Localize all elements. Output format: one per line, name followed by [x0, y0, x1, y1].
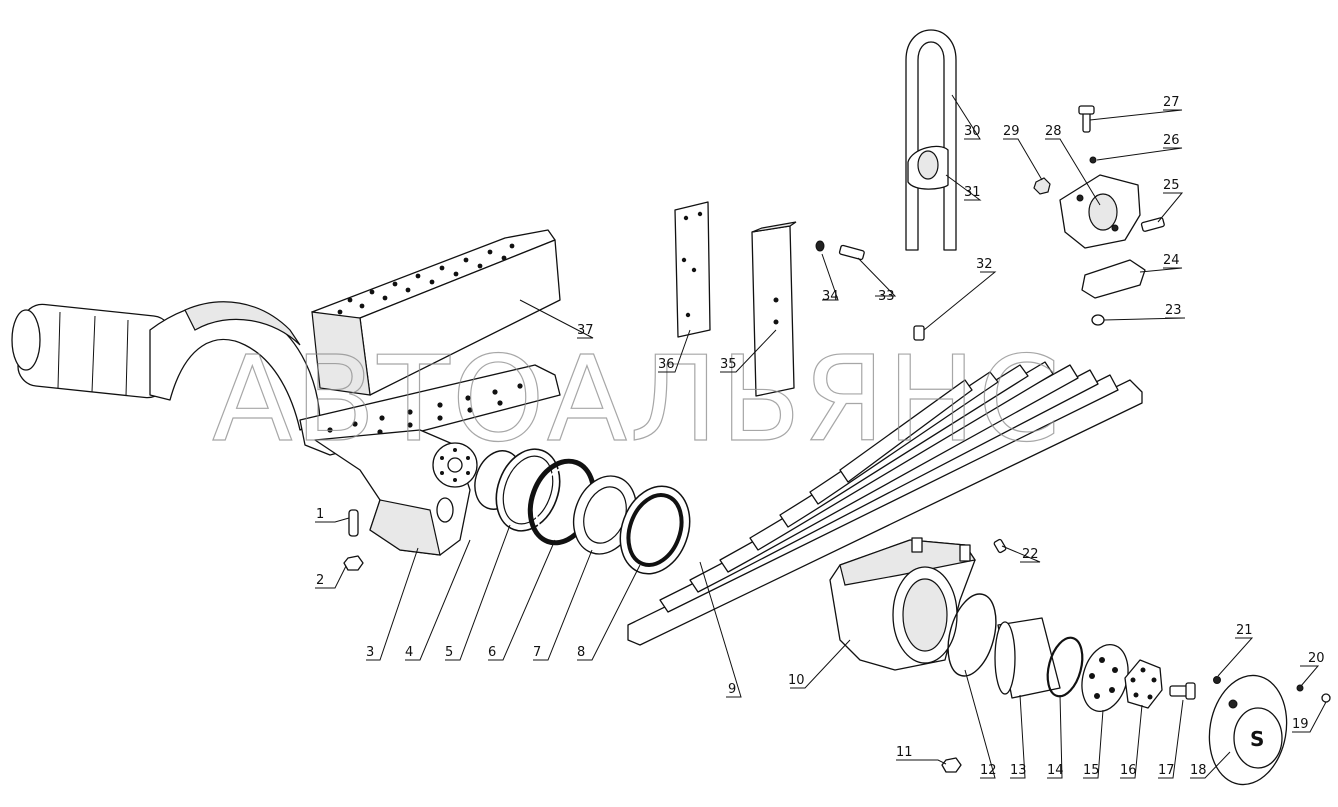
callout-37: 37: [577, 323, 594, 338]
callout-1: 1: [316, 507, 324, 522]
part-20-plug: [1296, 684, 1304, 692]
callout-15: 15: [1083, 763, 1100, 778]
part-21-plug: [1213, 676, 1221, 684]
callout-25: 25: [1163, 178, 1180, 193]
callout-32: 32: [976, 257, 993, 272]
part-16-lock-plate: [1124, 659, 1163, 709]
part-25-bolt: [1140, 217, 1165, 232]
callout-14: 14: [1047, 763, 1064, 778]
callout-19: 19: [1292, 717, 1309, 732]
part-31-clamp: [907, 145, 949, 190]
callout-6: 6: [488, 645, 496, 660]
callout-33: 33: [878, 289, 895, 304]
callout-13: 13: [1010, 763, 1027, 778]
part-27-bolt: [1078, 105, 1095, 133]
callout-26: 26: [1163, 133, 1180, 148]
callout-11: 11: [896, 745, 913, 760]
callout-4: 4: [405, 645, 413, 660]
part-13-bushing: [994, 617, 1061, 699]
callout-22: 22: [1022, 547, 1039, 562]
part-22-grease-fitting: [993, 538, 1007, 554]
callout-5: 5: [445, 645, 453, 660]
part-35-spacer-block: [751, 221, 797, 397]
part-10-hub-housing: [829, 537, 976, 671]
callout-8: 8: [577, 645, 585, 660]
callout-29: 29: [1003, 124, 1020, 139]
callout-28: 28: [1045, 124, 1062, 139]
callout-2: 2: [316, 573, 324, 588]
part-9-leaf-spring: [627, 361, 1143, 646]
watermark-text: АВТОАЛЬЯНС: [212, 330, 1062, 468]
part-18-hub-cover: S: [1208, 674, 1288, 786]
part-26-washer: [1089, 156, 1097, 164]
callout-34: 34: [822, 289, 839, 304]
callout-23: 23: [1165, 303, 1182, 318]
part-1-pin: [348, 509, 359, 537]
part-23-nut: [1091, 314, 1105, 326]
callout-16: 16: [1120, 763, 1137, 778]
callout-30: 30: [964, 124, 981, 139]
part-33-bolt: [838, 244, 865, 261]
callout-18: 18: [1190, 763, 1207, 778]
part-12-o-ring: [947, 593, 997, 677]
callout-24: 24: [1163, 253, 1180, 268]
callout-27: 27: [1163, 95, 1180, 110]
callout-10: 10: [788, 673, 805, 688]
leader-lines: [315, 94, 1327, 779]
part-30-u-bolt: [905, 29, 957, 251]
callout-7: 7: [533, 645, 541, 660]
part-37-channel-bracket: [311, 229, 561, 396]
part-17-bolt: [1169, 682, 1196, 700]
part-32-fitting: [913, 325, 925, 341]
part-29-nut: [1033, 177, 1051, 195]
callout-numbers: 1 2 3 4 5 6 7 8 9 10 11 12 13 14 15 16 1…: [316, 95, 1325, 778]
callout-31: 31: [964, 185, 981, 200]
part-19-screw: [1321, 693, 1331, 703]
part-8-bearing-seal: [619, 485, 691, 575]
callout-36: 36: [658, 357, 675, 372]
part-28-bracket: [1059, 174, 1141, 249]
part-2-nut: [343, 555, 364, 571]
callout-21: 21: [1236, 623, 1253, 638]
part-36-shim-plate: [674, 201, 711, 338]
svg-text:S: S: [1250, 727, 1264, 751]
part-11-nut: [941, 757, 962, 773]
callout-9: 9: [728, 682, 736, 697]
callout-17: 17: [1158, 763, 1175, 778]
part-3-trunnion-axle-bracket: [11, 301, 561, 556]
callout-20: 20: [1308, 651, 1325, 666]
callout-3: 3: [366, 645, 374, 660]
part-24-plate: [1081, 259, 1146, 299]
part-34-washer: [815, 240, 825, 252]
part-14-snap-ring: [1046, 636, 1084, 698]
part-5-seal-ring: [495, 448, 561, 532]
callout-35: 35: [720, 357, 737, 372]
callout-12: 12: [980, 763, 997, 778]
part-15-hub-cap-plate: [1081, 644, 1129, 712]
